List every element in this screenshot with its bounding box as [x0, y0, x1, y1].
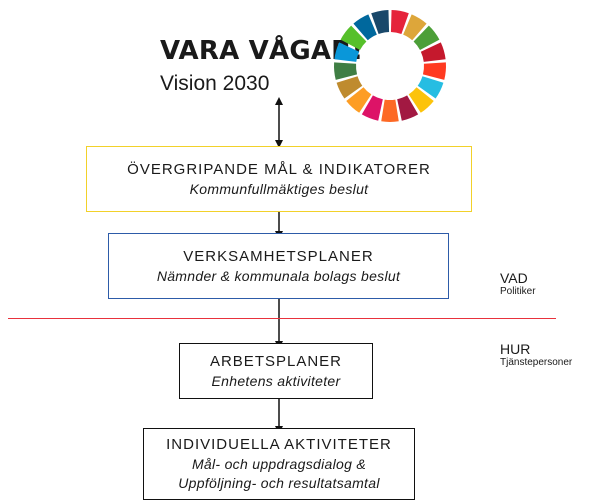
sdg-wheel-segment [336, 76, 363, 99]
sdg-wheel-icon [334, 10, 446, 123]
sdg-wheel-segment [390, 10, 409, 34]
sdg-wheel-segment [403, 14, 427, 41]
side-label-how: HUR Tjänstepersoner [500, 341, 572, 368]
what-label: VAD [500, 270, 528, 286]
operations-subtext: Nämnder & kommunala bolags beslut [156, 267, 401, 284]
sdg-wheel-segment [397, 95, 419, 121]
sdg-wheel-segment [353, 14, 377, 41]
goals-heading: ÖVERGRIPANDE MÅL & INDIKATORER [127, 160, 431, 178]
sdg-wheel-segment [361, 95, 383, 121]
sdg-wheel-segment [381, 99, 399, 123]
sdg-wheel-segment [340, 25, 367, 51]
sdg-wheel-segment [334, 62, 358, 80]
operations-heading: VERKSAMHETSPLANER [183, 247, 374, 265]
individual-subtext-2: Uppföljning- och resultatsamtal [178, 475, 380, 491]
how-label: HUR [500, 341, 531, 357]
workplans-box: ARBETSPLANER Enhetens aktiviteter [179, 343, 373, 399]
operations-box: VERKSAMHETSPLANER Nämnder & kommunala bo… [108, 233, 449, 299]
goals-box: ÖVERGRIPANDE MÅL & INDIKATORER Kommunful… [86, 146, 472, 212]
sdg-wheel-segment [346, 87, 372, 113]
page-subtitle: Vision 2030 [160, 72, 270, 95]
individual-subtext-1: Mål- och uppdragsdialog & [191, 456, 367, 472]
sdg-wheel-segment [334, 42, 360, 62]
page-title: VARA VÅGAR! [160, 36, 364, 66]
individual-heading: INDIVIDUELLA AKTIVITETER [166, 436, 392, 453]
how-sublabel: Tjänstepersoner [500, 357, 573, 368]
sdg-wheel-segment [371, 10, 390, 34]
divider-line [8, 318, 556, 319]
workplans-subtext: Enhetens aktiviteter [211, 372, 341, 389]
what-sublabel: Politiker [500, 286, 536, 297]
sdg-wheel-segment [417, 76, 444, 99]
sdg-wheel-segment [420, 42, 446, 62]
workplans-heading: ARBETSPLANER [209, 352, 343, 370]
sdg-wheel-segment [413, 25, 440, 51]
goals-subtext: Kommunfullmäktiges beslut [189, 180, 369, 197]
individual-box: INDIVIDUELLA AKTIVITETER Mål- och uppdra… [143, 428, 415, 500]
sdg-wheel-segment [422, 62, 446, 80]
sdg-wheel-segment [408, 87, 434, 113]
side-label-what: VAD Politiker [500, 270, 536, 297]
